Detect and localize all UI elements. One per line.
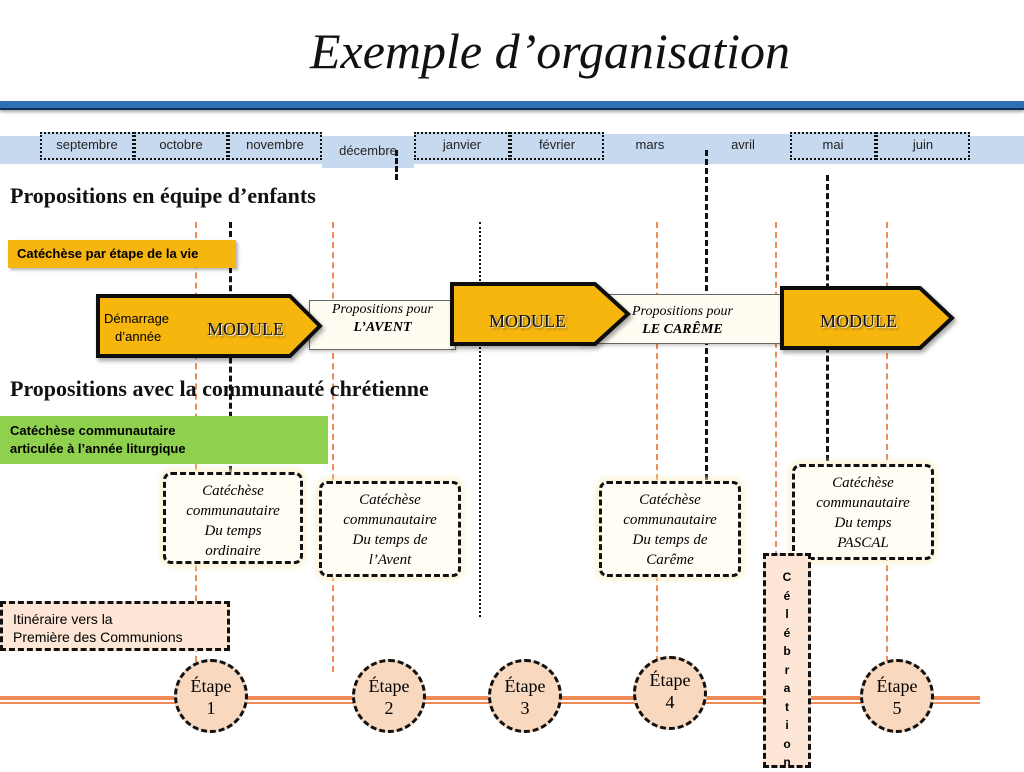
label-catechese-communautaire-line2: articulée à l’année liturgique xyxy=(10,441,186,456)
month-octobre: octobre xyxy=(134,132,228,160)
catechese-box-line: Catéchèse xyxy=(202,483,264,499)
etape-3: Étape 3 xyxy=(488,659,562,733)
guide-line-orange xyxy=(332,222,334,672)
catechese-box-line: Du temps de xyxy=(632,532,708,548)
proposition-avent-line1: Propositions pour xyxy=(332,302,433,317)
label-catechese-communautaire-line1: Catéchèse communautaire xyxy=(10,423,176,438)
guide-line-orange xyxy=(775,222,777,557)
proposition-avent-box: Propositions pour L’AVENT xyxy=(309,300,456,350)
catechese-box-ordinaire: Catéchèse communautaire Du temps ordinai… xyxy=(163,472,303,564)
module-label-3: MODULE xyxy=(820,311,897,331)
celebration-letter: é xyxy=(783,588,791,603)
etape-4: Étape 4 xyxy=(633,656,707,730)
month-septembre: septembre xyxy=(40,132,134,160)
page-title: Exemple d’organisation xyxy=(309,23,790,79)
etape-number: 4 xyxy=(665,692,675,712)
catechese-box-line: communautaire xyxy=(343,512,437,528)
etape-label: Étape xyxy=(649,670,691,690)
etape-label: Étape xyxy=(504,676,546,696)
label-itineraire-line1: Itinéraire vers la xyxy=(13,611,113,627)
month-juin: juin xyxy=(876,132,970,160)
proposition-careme-line1: Propositions pour xyxy=(632,304,733,319)
etape-number: 1 xyxy=(206,698,216,718)
catechese-box-line: l’Avent xyxy=(368,552,412,568)
label-itineraire-line2: Première des Communions xyxy=(13,629,183,645)
module-label-2: MODULE xyxy=(489,311,566,331)
catechese-box-line: Carême xyxy=(646,552,694,568)
module-label-1: MODULE xyxy=(207,319,284,339)
catechese-box-line: Catéchèse xyxy=(639,492,701,508)
etape-label: Étape xyxy=(876,676,918,696)
month-mars: mars xyxy=(604,134,696,162)
celebration-letter: C xyxy=(782,570,792,584)
guide-line-dotted xyxy=(479,222,481,617)
catechese-box-line: Du temps xyxy=(834,515,892,531)
catechese-box-line: ordinaire xyxy=(205,543,261,559)
celebration-letter: t xyxy=(785,699,789,714)
month-novembre: novembre xyxy=(228,132,322,160)
celebration-box: C é l é b r a t i o n xyxy=(763,553,811,769)
celebration-letter: é xyxy=(783,625,791,640)
label-catechese-communautaire: Catéchèse communautaire articulée à l’an… xyxy=(0,416,328,464)
proposition-careme-line2: LE CARÊME xyxy=(642,322,723,337)
catechese-box-line: communautaire xyxy=(186,503,280,519)
period-separator-line xyxy=(395,150,398,180)
etape-label: Étape xyxy=(190,676,232,696)
etape-number: 2 xyxy=(384,698,394,718)
catechese-box-avent: Catéchèse communautaire Du temps de l’Av… xyxy=(319,481,461,577)
etape-2: Étape 2 xyxy=(352,659,426,733)
module-start-line2: d’année xyxy=(115,329,162,344)
celebration-letter: o xyxy=(783,736,791,751)
title-underline xyxy=(0,101,1024,110)
etape-5: Étape 5 xyxy=(860,659,934,733)
month-fevrier: février xyxy=(510,132,604,160)
module-start-line1: Démarrage xyxy=(104,311,170,326)
celebration-letter: n xyxy=(783,755,791,769)
catechese-box-careme: Catéchèse communautaire Du temps de Carê… xyxy=(599,481,741,577)
celebration-letter: r xyxy=(784,662,790,677)
label-itineraire: Itinéraire vers la Première des Communio… xyxy=(0,601,230,651)
section-heading-community: Propositions avec la communauté chrétien… xyxy=(10,376,429,401)
celebration-letter: l xyxy=(785,607,789,621)
guide-line-orange xyxy=(886,222,888,672)
catechese-box-pascal: Catéchèse communautaire Du temps PASCAL xyxy=(792,464,934,560)
section-heading-children: Propositions en équipe d’enfants xyxy=(10,183,316,208)
catechese-box-line: Catéchèse xyxy=(359,492,421,508)
month-avril: avril xyxy=(696,134,790,162)
catechese-box-line: communautaire xyxy=(623,512,717,528)
etape-number: 3 xyxy=(520,698,530,718)
month-mai: mai xyxy=(790,132,876,160)
celebration-letter: a xyxy=(783,681,791,695)
catechese-box-line: Catéchèse xyxy=(832,475,894,491)
module-arrow-1 xyxy=(96,294,323,358)
catechese-box-line: Du temps de xyxy=(352,532,428,548)
catechese-box-line: communautaire xyxy=(816,495,910,511)
etape-number: 5 xyxy=(892,698,902,718)
guide-line-orange xyxy=(656,222,658,672)
month-decembre: décembre xyxy=(322,140,414,168)
label-catechese-vie: Catéchèse par étape de la vie xyxy=(8,240,236,268)
month-janvier: janvier xyxy=(414,132,510,160)
celebration-letter: i xyxy=(785,718,789,732)
celebration-letter: b xyxy=(783,644,791,658)
proposition-avent-line2: L’AVENT xyxy=(353,320,412,335)
catechese-box-line: PASCAL xyxy=(837,535,889,551)
catechese-box-line: Du temps xyxy=(204,523,262,539)
module-arrow-2 xyxy=(450,282,631,346)
module-arrow-3 xyxy=(780,286,955,350)
etape-1: Étape 1 xyxy=(174,659,248,733)
etape-label: Étape xyxy=(368,676,410,696)
